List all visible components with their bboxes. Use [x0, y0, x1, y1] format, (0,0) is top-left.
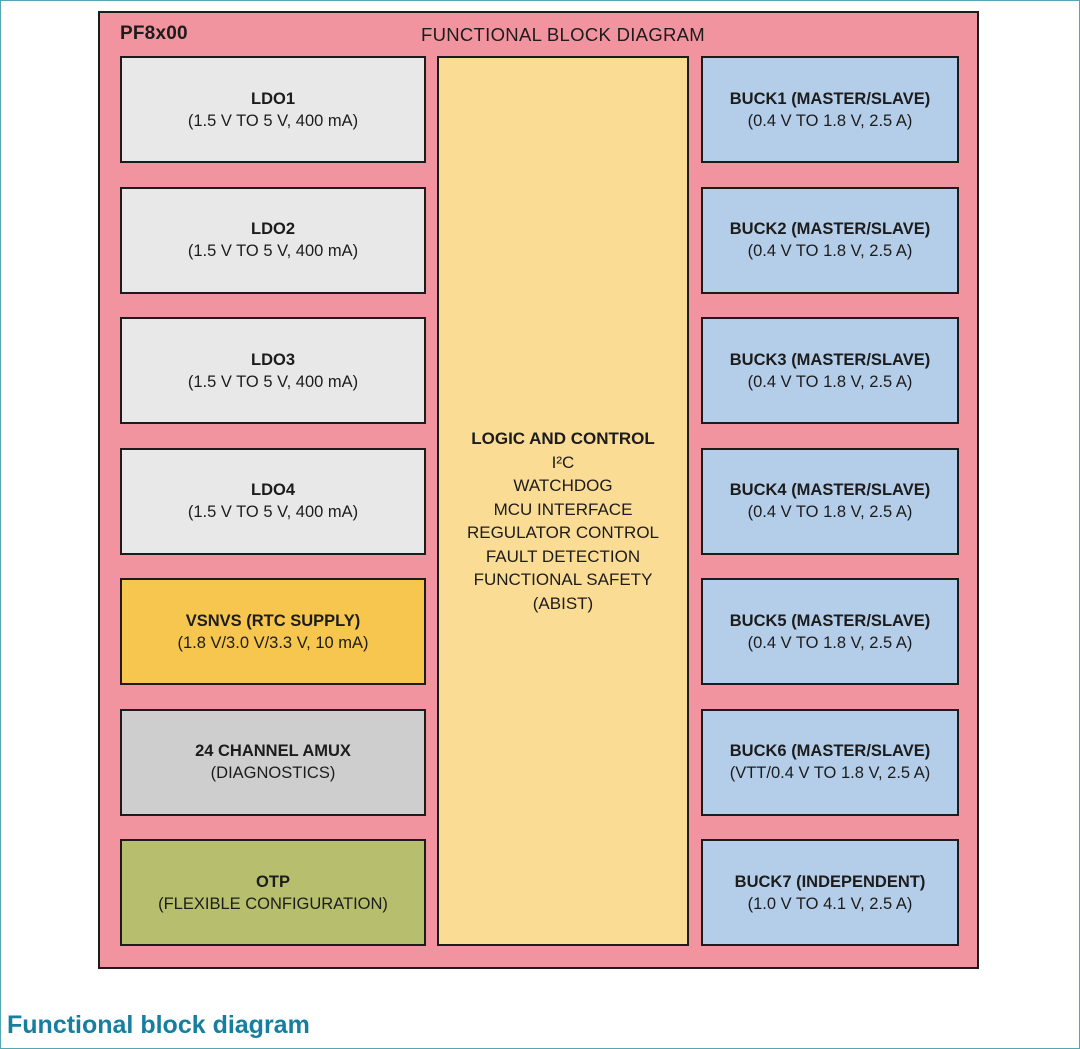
functional-block-diagram: PF8x00 FUNCTIONAL BLOCK DIAGRAM LDO1 (1.… [98, 11, 979, 969]
block-detail: (0.4 V TO 1.8 V, 2.5 A) [747, 242, 913, 260]
block-detail: (1.5 V TO 5 V, 400 mA) [187, 242, 359, 260]
block-ldo1: LDO1 (1.5 V TO 5 V, 400 mA) [120, 56, 426, 163]
block-ldo2: LDO2 (1.5 V TO 5 V, 400 mA) [120, 186, 426, 294]
block-buck6: BUCK6 (MASTER/SLAVE) (VTT/0.4 V TO 1.8 V… [701, 708, 959, 816]
block-detail: (0.4 V TO 1.8 V, 2.5 A) [747, 372, 913, 391]
block-title: LDO3 [250, 350, 295, 369]
logic-block-line: MCU INTERFACE [493, 499, 633, 519]
block-amux: 24 CHANNEL AMUX (DIAGNOSTICS) [120, 708, 426, 816]
logic-block-title: LOGIC AND CONTROL [471, 429, 655, 448]
logic-block-line: FAULT DETECTION [485, 546, 641, 566]
block-detail: (1.5 V TO 5 V, 400 mA) [187, 503, 359, 521]
block-title: LDO4 [250, 481, 295, 499]
block-detail: (1.5 V TO 5 V, 400 mA) [187, 111, 359, 130]
block-vsnvs: VSNVS (RTC SUPPLY) (1.8 V/3.0 V/3.3 V, 1… [120, 578, 426, 685]
block-buck4: BUCK4 (MASTER/SLAVE) (0.4 V TO 1.8 V, 2.… [701, 447, 959, 555]
logic-block-line: (ABIST) [532, 593, 594, 613]
block-detail: (0.4 V TO 1.8 V, 2.5 A) [747, 111, 913, 130]
logic-block-line: REGULATOR CONTROL [466, 523, 660, 542]
block-title: LDO2 [250, 220, 295, 238]
block-detail: (DIAGNOSTICS) [210, 764, 336, 782]
block-title: BUCK7 (INDEPENDENT) [734, 872, 926, 891]
block-detail: (0.4 V TO 1.8 V, 2.5 A) [747, 503, 913, 521]
block-detail: (VTT/0.4 V TO 1.8 V, 2.5 A) [729, 764, 931, 782]
block-detail: (1.8 V/3.0 V/3.3 V, 10 mA) [177, 633, 369, 652]
block-buck3: BUCK3 (MASTER/SLAVE) (0.4 V TO 1.8 V, 2.… [701, 317, 959, 424]
block-title: BUCK3 (MASTER/SLAVE) [729, 350, 931, 369]
block-ldo4: LDO4 (1.5 V TO 5 V, 400 mA) [120, 447, 426, 555]
block-title: BUCK4 (MASTER/SLAVE) [729, 481, 931, 499]
block-title: BUCK1 (MASTER/SLAVE) [729, 89, 931, 108]
block-detail: (1.5 V TO 5 V, 400 mA) [187, 372, 359, 391]
block-detail: (1.0 V TO 4.1 V, 2.5 A) [747, 894, 913, 913]
block-title: BUCK5 (MASTER/SLAVE) [729, 611, 931, 630]
block-logic-and-control: LOGIC AND CONTROL I²C WATCHDOG MCU INTER… [437, 56, 689, 946]
block-buck1: BUCK1 (MASTER/SLAVE) (0.4 V TO 1.8 V, 2.… [701, 56, 959, 163]
figure-caption: Functional block diagram [7, 1011, 310, 1039]
logic-block-line: WATCHDOG [513, 476, 613, 495]
part-number-label: PF8x00 [120, 23, 188, 44]
block-buck2: BUCK2 (MASTER/SLAVE) (0.4 V TO 1.8 V, 2.… [701, 186, 959, 294]
block-buck5: BUCK5 (MASTER/SLAVE) (0.4 V TO 1.8 V, 2.… [701, 578, 959, 685]
block-title: LDO1 [250, 89, 295, 108]
logic-block-line: FUNCTIONAL SAFETY [473, 570, 653, 589]
block-title: 24 CHANNEL AMUX [195, 742, 351, 760]
block-title: VSNVS (RTC SUPPLY) [185, 611, 361, 630]
diagram-title: FUNCTIONAL BLOCK DIAGRAM [420, 24, 706, 45]
block-otp: OTP (FLEXIBLE CONFIGURATION) [120, 839, 426, 946]
block-title: BUCK6 (MASTER/SLAVE) [729, 742, 931, 760]
block-detail: (FLEXIBLE CONFIGURATION) [158, 894, 388, 913]
block-title: BUCK2 (MASTER/SLAVE) [729, 220, 931, 238]
block-buck7: BUCK7 (INDEPENDENT) (1.0 V TO 4.1 V, 2.5… [701, 839, 959, 946]
block-detail: (0.4 V TO 1.8 V, 2.5 A) [747, 633, 913, 652]
block-title: OTP [256, 872, 290, 891]
logic-block-line: I²C [551, 452, 575, 472]
block-ldo3: LDO3 (1.5 V TO 5 V, 400 mA) [120, 317, 426, 424]
